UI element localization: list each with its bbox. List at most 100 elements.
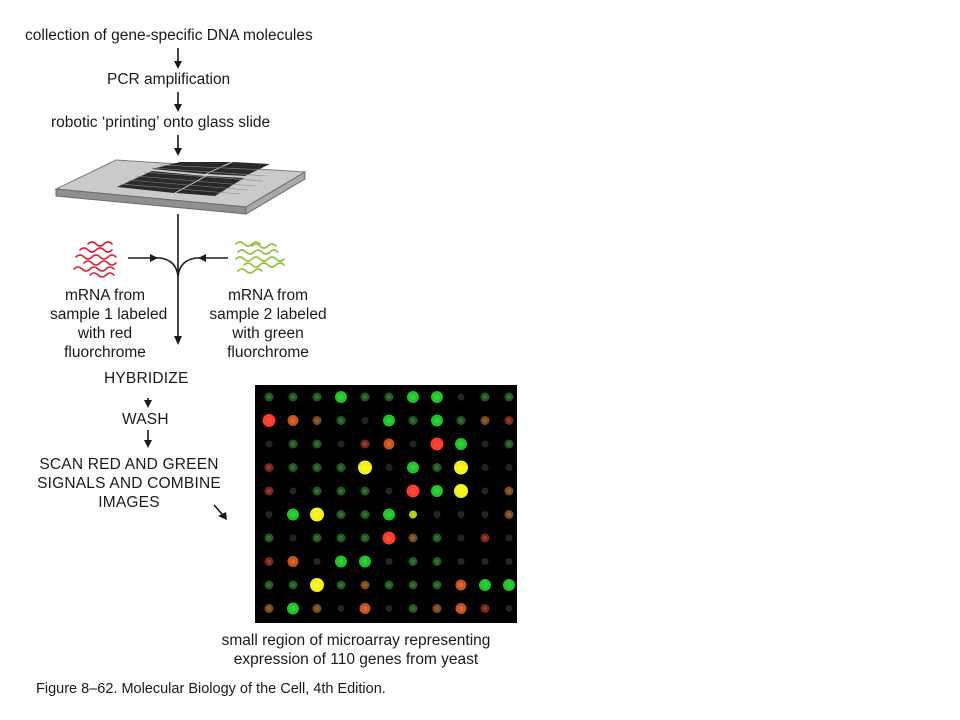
microarray-spot <box>336 463 346 472</box>
microarray-spot-highlight <box>482 394 488 400</box>
microarray-spot-highlight <box>266 488 272 494</box>
microarray-spot-highlight <box>362 535 368 541</box>
microarray-spot <box>360 510 370 519</box>
microarray-spot <box>384 580 394 590</box>
microarray-spot-highlight <box>362 582 368 588</box>
red-mrna-strands <box>73 241 117 278</box>
microarray-spot-highlight <box>290 582 296 588</box>
sample2-line: with green <box>232 325 304 342</box>
microarray-spot-highlight <box>434 606 440 611</box>
sample2-label: mRNA from sample 2 labeled with green fl… <box>203 286 333 362</box>
microarray-spot <box>431 485 443 497</box>
microarray-spot-highlight <box>434 559 440 564</box>
microarray-spot <box>408 557 418 566</box>
microarray-spot-highlight <box>338 465 344 470</box>
microarray-spot <box>505 558 513 565</box>
microarray-spot <box>288 392 298 402</box>
microarray-spot-highlight <box>266 606 272 611</box>
microarray-spot-highlight <box>362 394 368 400</box>
microarray-spot <box>287 556 299 567</box>
microarray-spot-highlight <box>410 606 416 611</box>
microarray-spot-highlight <box>434 417 440 424</box>
microarray-spot-highlight <box>290 418 296 423</box>
microarray-spot <box>432 580 442 590</box>
microarray-spot-highlight <box>458 582 464 588</box>
microarray-spot-highlight <box>338 582 344 588</box>
microarray-spot-highlight <box>386 441 392 447</box>
microarray-spot <box>408 533 418 543</box>
microarray-spot <box>504 510 514 519</box>
microarray-spot-highlight <box>386 417 392 424</box>
microarray-spot <box>336 486 346 496</box>
microarray-spot <box>505 605 513 612</box>
microarray-spot-highlight <box>290 605 296 612</box>
microarray-spot <box>383 414 395 427</box>
microarray-spot <box>432 533 442 543</box>
microarray-spot <box>385 487 393 495</box>
figure-caption: Figure 8–62. Molecular Biology of the Ce… <box>36 681 386 697</box>
microarray-spot <box>287 508 299 521</box>
microarray-spot-highlight <box>314 465 320 470</box>
microarray-spot <box>359 603 371 614</box>
microarray-spot-highlight <box>506 441 512 447</box>
sample1-line: fluorchrome <box>64 344 146 361</box>
microarray-spot <box>336 580 346 590</box>
microarray-spot <box>312 604 322 613</box>
printed-spot-grid <box>117 162 270 196</box>
scan-line: IMAGES <box>98 494 160 511</box>
microarray-spot <box>289 534 297 542</box>
microarray-spot <box>432 463 442 472</box>
microarray-spot <box>432 557 442 566</box>
microarray-spot <box>385 605 393 612</box>
microarray-spot-highlight <box>362 441 368 447</box>
microarray-spot <box>431 391 443 403</box>
microarray-spot <box>313 558 321 565</box>
microarray-spot <box>408 604 418 613</box>
microarray-spot-highlight <box>434 394 440 400</box>
microarray-spot <box>385 558 393 565</box>
microarray-spot <box>457 558 465 565</box>
microarray-spot-highlight <box>290 441 296 447</box>
microarray-spot <box>287 415 299 426</box>
microarray-spot <box>337 440 345 448</box>
microarray-spot-highlight <box>411 512 415 517</box>
microarray-spot <box>312 392 322 402</box>
microarray-spot <box>504 392 514 402</box>
microarray-spot <box>358 460 372 475</box>
microarray-spot-highlight <box>290 465 296 470</box>
microarray-spot-highlight <box>338 418 344 423</box>
microarray-spot <box>361 417 369 424</box>
microarray-spot <box>481 440 489 448</box>
microarray-spot <box>503 579 515 591</box>
microarray-spot <box>408 580 418 590</box>
arrow-down-icon <box>174 61 182 69</box>
microarray-spot-highlight <box>434 535 440 541</box>
microarray-spot <box>264 486 274 496</box>
microarray-spot-highlight <box>266 465 272 470</box>
sample2-line: sample 2 labeled <box>209 306 327 323</box>
microarray-spot <box>407 461 419 474</box>
step-scan-label: SCAN RED AND GREEN SIGNALS AND COMBINE I… <box>25 455 233 512</box>
microarray-spot-highlight <box>434 465 440 470</box>
microarray-spot <box>409 510 417 519</box>
microarray-spot <box>504 416 514 425</box>
microarray-spot <box>504 439 514 449</box>
microarray-spot <box>455 438 467 450</box>
microarray-spot-highlight <box>266 559 272 564</box>
microarray-spot-highlight <box>314 418 320 423</box>
microarray-spot <box>406 484 420 498</box>
microarray-spot <box>312 439 322 449</box>
microarray-spot <box>287 602 299 615</box>
microarray-spot-highlight <box>458 606 464 611</box>
microarray-spot <box>336 510 346 519</box>
microarray-spot-highlight <box>362 606 368 611</box>
arrows <box>174 48 182 156</box>
microarray-spot <box>289 487 297 495</box>
microarray-spot <box>433 511 441 518</box>
sample2-line: mRNA from <box>227 287 309 304</box>
microarray-caption: small region of microarray representing … <box>186 631 526 669</box>
microarray-spot <box>310 578 324 592</box>
arrow-down-icon <box>174 336 182 345</box>
microarray-spot <box>335 391 347 403</box>
microarray-spot-highlight <box>266 417 272 424</box>
